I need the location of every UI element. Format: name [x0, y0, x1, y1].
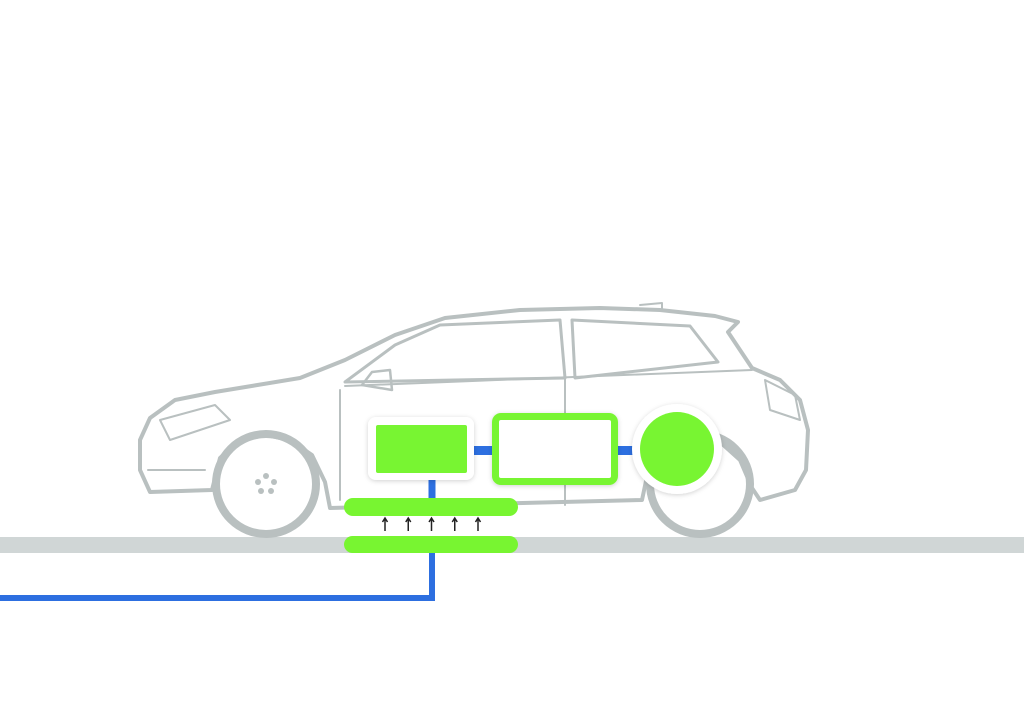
field-arrow-icon	[405, 516, 412, 531]
electric-motor	[632, 404, 722, 494]
field-arrow-icon	[381, 516, 389, 531]
car-taillight	[764, 379, 801, 421]
front-wheel	[212, 430, 320, 538]
car-mirror	[360, 368, 394, 392]
field-arrow-icon	[428, 516, 435, 531]
car-spoiler	[639, 302, 663, 311]
field-arrow-icon	[474, 516, 482, 531]
field-arrow-icon	[451, 516, 458, 531]
ground-transmitter-pad	[344, 536, 518, 553]
connector-2	[615, 446, 635, 455]
supply-cable	[0, 548, 435, 601]
rectifier-unit	[368, 417, 474, 480]
connector-1	[472, 446, 494, 455]
magnetic-field-arrows	[381, 516, 482, 531]
receiver-pad	[344, 498, 518, 516]
car-body	[138, 306, 810, 510]
battery-unit	[492, 413, 618, 485]
front-hub-icon	[255, 473, 277, 494]
